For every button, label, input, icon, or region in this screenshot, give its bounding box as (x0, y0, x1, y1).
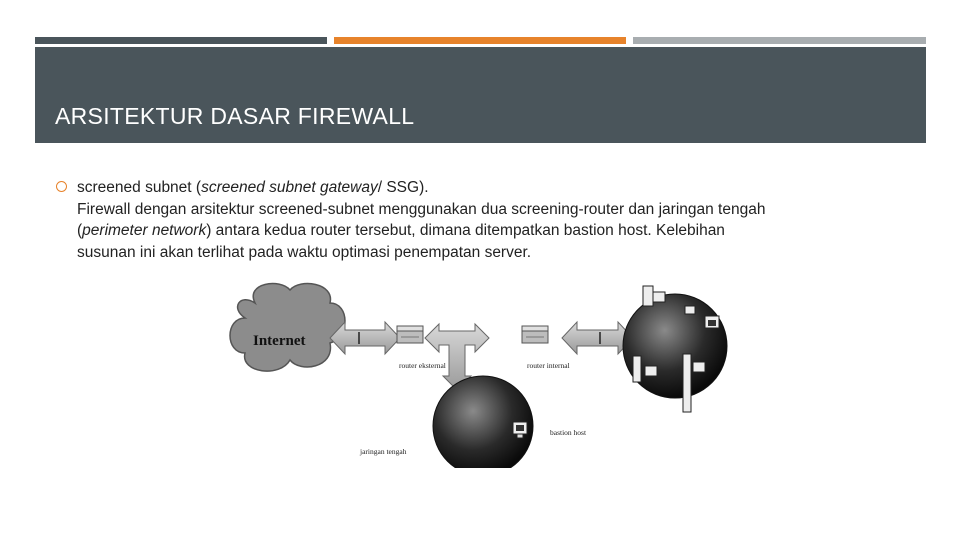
internet-cloud-icon (229, 282, 346, 372)
bastion-host-label: bastion host (550, 428, 587, 437)
double-arrow-right-icon (561, 320, 634, 356)
router-external-label: router eksternal (399, 361, 446, 370)
bullet-line1-italic: screened subnet gateway (201, 179, 378, 196)
router-internal-label: router internal (527, 361, 570, 370)
perimeter-network-sphere-icon (432, 375, 534, 468)
t-junction-arrow-icon (424, 322, 490, 391)
bullet-text: screened subnet (screened subnet gateway… (77, 177, 897, 263)
accent-bar-dark (35, 37, 327, 44)
router-internal-icon (521, 325, 549, 344)
bullet-line3-italic: perimeter network (82, 222, 207, 239)
firewall-diagram: Internet router eksternal router interna… (229, 282, 728, 468)
internal-network-sphere-icon (622, 285, 728, 413)
internet-label: Internet (253, 333, 306, 349)
slide-title: ARSITEKTUR DASAR FIREWALL (55, 103, 415, 129)
bullet-line1-c: / SSG). (377, 179, 429, 196)
accent-bar-orange (334, 37, 626, 44)
double-arrow-left-icon (329, 320, 401, 356)
title-header: ARSITEKTUR DASAR FIREWALL (35, 47, 926, 143)
perimeter-network-label: jaringan tengah (359, 447, 407, 456)
bullet-line1-a: screened subnet ( (77, 179, 202, 196)
circle-bullet-icon (56, 181, 67, 192)
accent-bar-gray (633, 37, 926, 44)
bullet-line2: Firewall dengan arsitektur screened-subn… (77, 200, 766, 218)
router-external-icon (396, 325, 424, 344)
bullet-line4: susunan ini akan terlihat pada waktu opt… (77, 243, 532, 261)
bullet-line3-a: ( (77, 222, 83, 239)
bullet-line3-c: ) antara kedua router tersebut, dimana d… (206, 222, 725, 239)
